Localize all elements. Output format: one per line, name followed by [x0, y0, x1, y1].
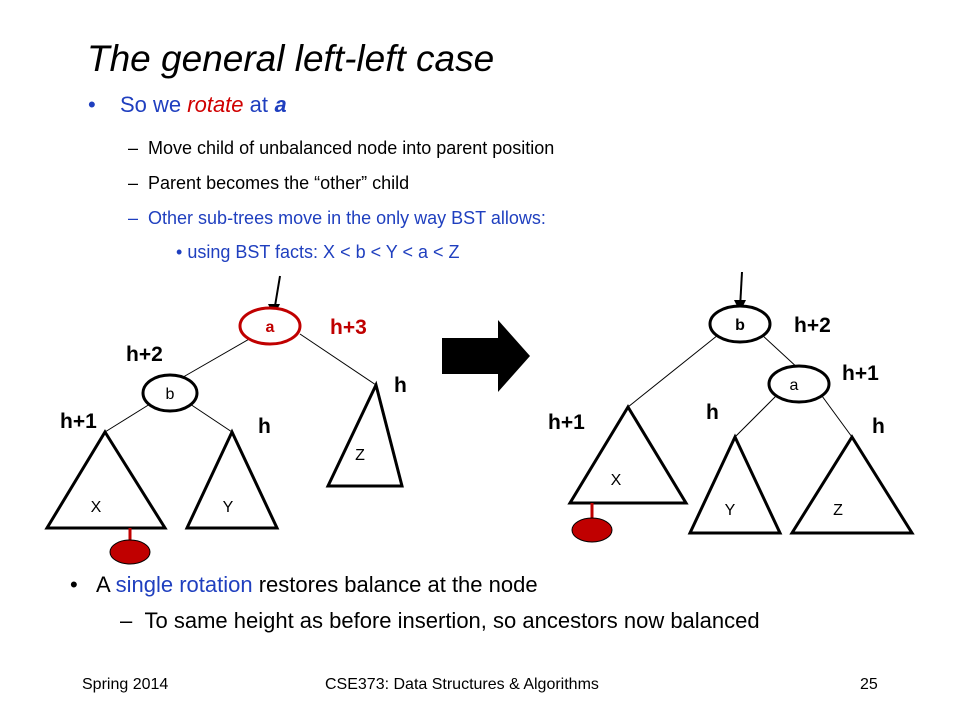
sub-bullet-2: – Parent becomes the “other” child: [128, 173, 409, 194]
subtree-triangle-z: [325, 380, 404, 488]
height-child-label: h+1: [842, 362, 879, 385]
dash-marker: –: [120, 608, 133, 633]
node-a-label: a: [266, 319, 275, 336]
subtree-triangle-y: [184, 428, 280, 530]
height-x-label: h+1: [548, 411, 585, 434]
node-b-label: b: [166, 386, 175, 403]
bullet-marker: •: [176, 242, 183, 262]
edge-b-x: [104, 403, 151, 433]
bottom-emph: single rotation: [115, 572, 253, 597]
left-tree: a b X Y Z h+3 h+2 h+1 h h: [44, 275, 407, 565]
subtree-triangle-x: [567, 404, 689, 505]
height-child-label: h+2: [126, 343, 163, 366]
subtree-z-label: Z: [833, 502, 843, 519]
right-tree: b a X Y Z h+2 h+1 h+1 h h: [548, 271, 915, 543]
sub-bullet-text: Parent becomes the “other” child: [148, 173, 410, 193]
subtree-z-label: Z: [355, 447, 365, 464]
node-b: [141, 373, 199, 413]
footer-page-number: 25: [860, 676, 878, 693]
inserted-node: [571, 517, 613, 543]
bullet-marker: •: [70, 572, 78, 597]
subtree-triangle-x: [44, 429, 168, 530]
bullet-marker: •: [88, 92, 96, 117]
bottom-sub-text: To same height as before insertion, so a…: [144, 608, 760, 633]
height-y-label: h: [258, 415, 271, 438]
edge-a-y: [734, 395, 777, 438]
height-root-label: h+2: [794, 314, 831, 337]
bullet-prefix: So we: [120, 92, 188, 117]
rotation-arrow-icon: [442, 320, 530, 392]
dash-marker: –: [128, 173, 139, 193]
subtree-y-label: Y: [223, 499, 234, 516]
sub-sub-bullet: • using BST facts: X < b < Y < a < Z: [176, 242, 460, 263]
edge-b-a: [761, 334, 801, 371]
footer-course: CSE373: Data Structures & Algorithms: [325, 676, 599, 693]
node-a-label: a: [790, 377, 799, 394]
height-root-label: h+3: [330, 316, 367, 339]
bullet-text: So we rotate at a: [120, 92, 287, 119]
bottom-bullet: • A single rotation restores balance at …: [70, 572, 538, 598]
height-x-label: h+1: [60, 410, 97, 433]
height-y-label: h: [706, 401, 719, 424]
sub-bullet-text: Move child of unbalanced node into paren…: [148, 138, 555, 158]
dash-marker: –: [128, 208, 139, 228]
sub-bullet-1: – Move child of unbalanced node into par…: [128, 138, 554, 159]
subtree-y-label: Y: [725, 502, 736, 519]
bullet-mid: at: [243, 92, 275, 117]
bst-facts-text: using BST facts: X < b < Y < a < Z: [187, 242, 460, 262]
edge-a-z: [821, 395, 853, 438]
height-z-label: h: [394, 374, 407, 397]
height-z-label: h: [872, 415, 885, 438]
bullet-emph: rotate: [187, 92, 244, 117]
edge-b-x: [627, 334, 719, 408]
bottom-suffix: restores balance at the node: [252, 572, 538, 597]
edge-a-z: [299, 333, 377, 386]
node-b-label: b: [735, 317, 745, 334]
bottom-prefix: A: [96, 572, 116, 597]
subtree-x-label: X: [611, 472, 622, 489]
footer-term: Spring 2014: [82, 676, 169, 693]
inserted-node: [109, 539, 151, 565]
node-b: [708, 304, 772, 344]
dash-marker: –: [128, 138, 139, 158]
sub-bullet-3: – Other sub-trees move in the only way B…: [128, 208, 546, 229]
sub-bullet-text: Other sub-trees move in the only way BST…: [148, 208, 546, 228]
subtree-triangle-y: [687, 433, 783, 535]
subtree-x-label: X: [91, 499, 102, 516]
bottom-sub-bullet: – To same height as before insertion, so…: [120, 608, 760, 634]
bullet-code: a: [274, 94, 288, 119]
slide-title: The general left-left case: [87, 38, 495, 79]
subtree-triangle-z: [789, 434, 915, 535]
node-a: [238, 306, 302, 346]
edge-b-y: [189, 403, 233, 433]
node-a: [767, 364, 831, 404]
edge-a-b: [177, 333, 259, 381]
